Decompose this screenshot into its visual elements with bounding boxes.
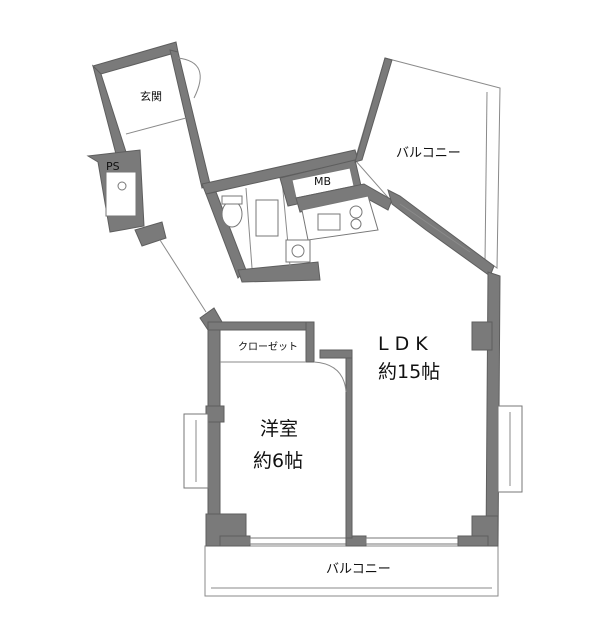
wall-kitchen-top — [295, 183, 393, 213]
sink-icon — [317, 213, 341, 231]
shower-icon — [255, 199, 279, 237]
corridor-edge — [159, 239, 207, 313]
wall-closet-top — [207, 321, 313, 331]
balcony-top-rail — [484, 91, 488, 263]
label-ps: PS — [106, 160, 120, 173]
label-closet: クローゼット — [238, 341, 298, 353]
washbasin-bowl-icon — [291, 244, 305, 258]
window-bottom-ldk — [365, 537, 459, 545]
label-entrance: 玄関 — [140, 89, 162, 103]
label-balcony-bottom: バルコニー — [326, 562, 391, 577]
stove-burner-2-icon — [350, 218, 362, 230]
wall-upper-balcony-left — [354, 57, 393, 163]
stove-burner-1-icon — [349, 205, 363, 219]
wall-bottom-right — [457, 535, 489, 547]
wall-bottom-left — [219, 535, 251, 547]
ps-pipe-icon — [117, 181, 127, 191]
wall-entrance-left — [92, 64, 127, 159]
wall-closet-right — [305, 321, 315, 363]
wall-bath-bottom — [237, 261, 321, 283]
room-door-arc-icon — [313, 361, 347, 393]
entrance-step-line — [125, 117, 187, 135]
wall-west-left — [207, 321, 221, 547]
label-balcony-top: バルコニー — [396, 146, 461, 161]
toilet-icon — [221, 200, 243, 228]
label-mb: MB — [314, 175, 331, 188]
label-ldk-name: L D K — [378, 333, 428, 355]
wall-upper-balcony-diag — [387, 189, 495, 277]
label-western-name: 洋室 — [260, 418, 298, 440]
ps-inner — [105, 171, 137, 217]
wall-partition-top — [319, 349, 353, 359]
wall-entrance-top — [92, 41, 179, 75]
wall-partition — [345, 349, 353, 539]
window-bottom-west — [249, 537, 347, 545]
label-western-size: 約6帖 — [253, 450, 303, 472]
label-ldk-size: 約15帖 — [378, 361, 440, 383]
toilet-tank-icon — [221, 195, 243, 205]
pillar-right-upper — [471, 321, 493, 351]
window-upper-diag — [399, 203, 471, 253]
wall-entrance-right — [169, 49, 211, 189]
entrance-door-arc-icon — [177, 57, 201, 99]
bath-partition-1 — [245, 187, 253, 269]
pillar-left-upper — [205, 405, 225, 423]
wall-corridor-left — [134, 221, 167, 247]
